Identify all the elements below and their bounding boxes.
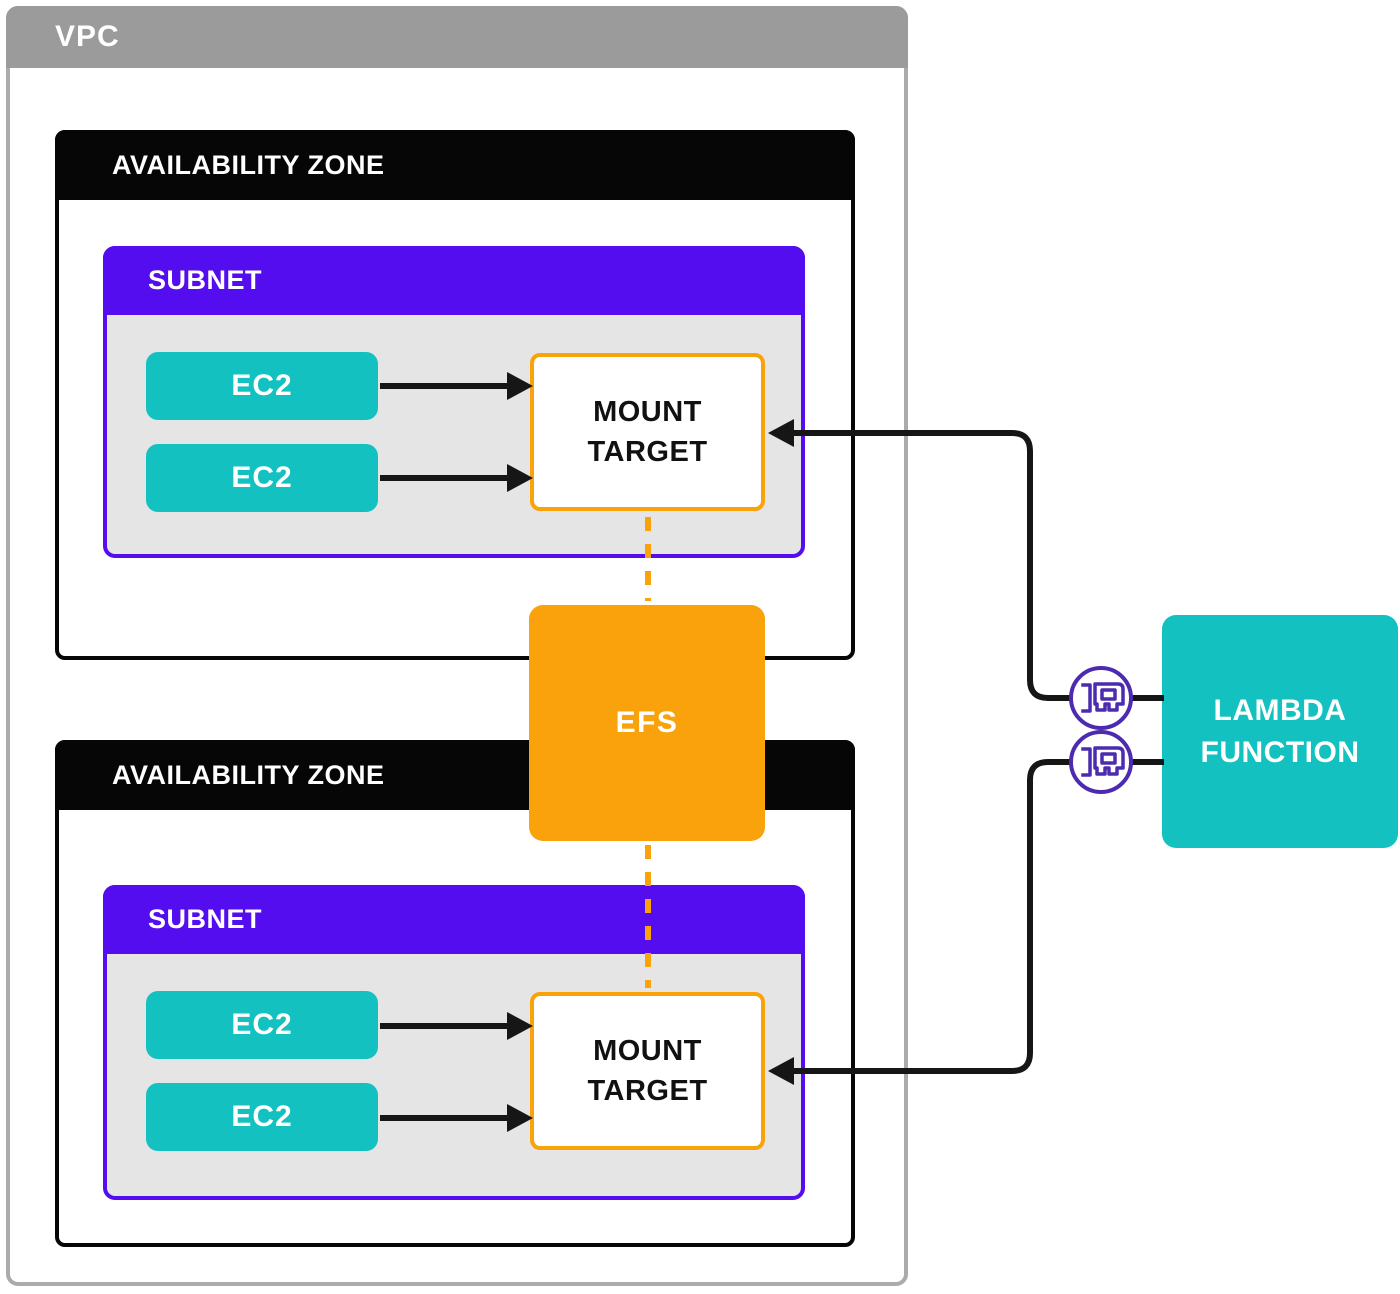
ec2-label: EC2 <box>231 461 293 494</box>
efs-node: EFS <box>529 605 765 841</box>
lambda-function-label-line1: LAMBDA <box>1213 693 1347 727</box>
ec2-node: EC2 <box>146 352 378 420</box>
lambda-function-node: LAMBDA FUNCTION <box>1162 615 1398 848</box>
subnet-2: SUBNET EC2 EC2 MOUNT TARGET <box>103 885 805 1200</box>
ec2-node: EC2 <box>146 444 378 512</box>
subnet-1-header: SUBNET <box>103 246 805 315</box>
lambda-function-label-line2: FUNCTION <box>1200 735 1360 769</box>
availability-zone-1-header: AVAILABILITY ZONE <box>55 130 855 200</box>
mount-target-2: MOUNT TARGET <box>530 992 765 1150</box>
ec2-label: EC2 <box>231 369 293 402</box>
availability-zone-2-label: AVAILABILITY ZONE <box>112 759 385 790</box>
availability-zone-1-label: AVAILABILITY ZONE <box>112 149 385 180</box>
mount-target-2-label-line2: TARGET <box>587 1075 708 1107</box>
ec2-node: EC2 <box>146 991 378 1059</box>
subnet-2-header: SUBNET <box>103 885 805 954</box>
subnet-1-label: SUBNET <box>148 265 263 295</box>
vpc-header: VPC <box>6 6 908 68</box>
mount-target-1: MOUNT TARGET <box>530 353 765 511</box>
ec2-label: EC2 <box>231 1008 293 1041</box>
mount-target-1-label-line1: MOUNT <box>593 396 702 428</box>
ec2-node: EC2 <box>146 1083 378 1151</box>
elastic-network-interface-icon <box>1069 730 1133 794</box>
availability-zone-1: AVAILABILITY ZONE SUBNET EC2 EC2 MOUNT T… <box>55 130 855 660</box>
elastic-network-interface-icon <box>1069 666 1133 730</box>
vpc-container: VPC AVAILABILITY ZONE SUBNET EC2 EC2 MOU… <box>6 6 908 1286</box>
subnet-2-label: SUBNET <box>148 904 263 934</box>
mount-target-2-label-line1: MOUNT <box>593 1035 702 1067</box>
vpc-label: VPC <box>55 20 120 53</box>
ec2-label: EC2 <box>231 1100 293 1133</box>
subnet-1: SUBNET EC2 EC2 MOUNT TARGET <box>103 246 805 558</box>
efs-label: EFS <box>615 706 679 739</box>
mount-target-1-label-line2: TARGET <box>587 436 708 468</box>
